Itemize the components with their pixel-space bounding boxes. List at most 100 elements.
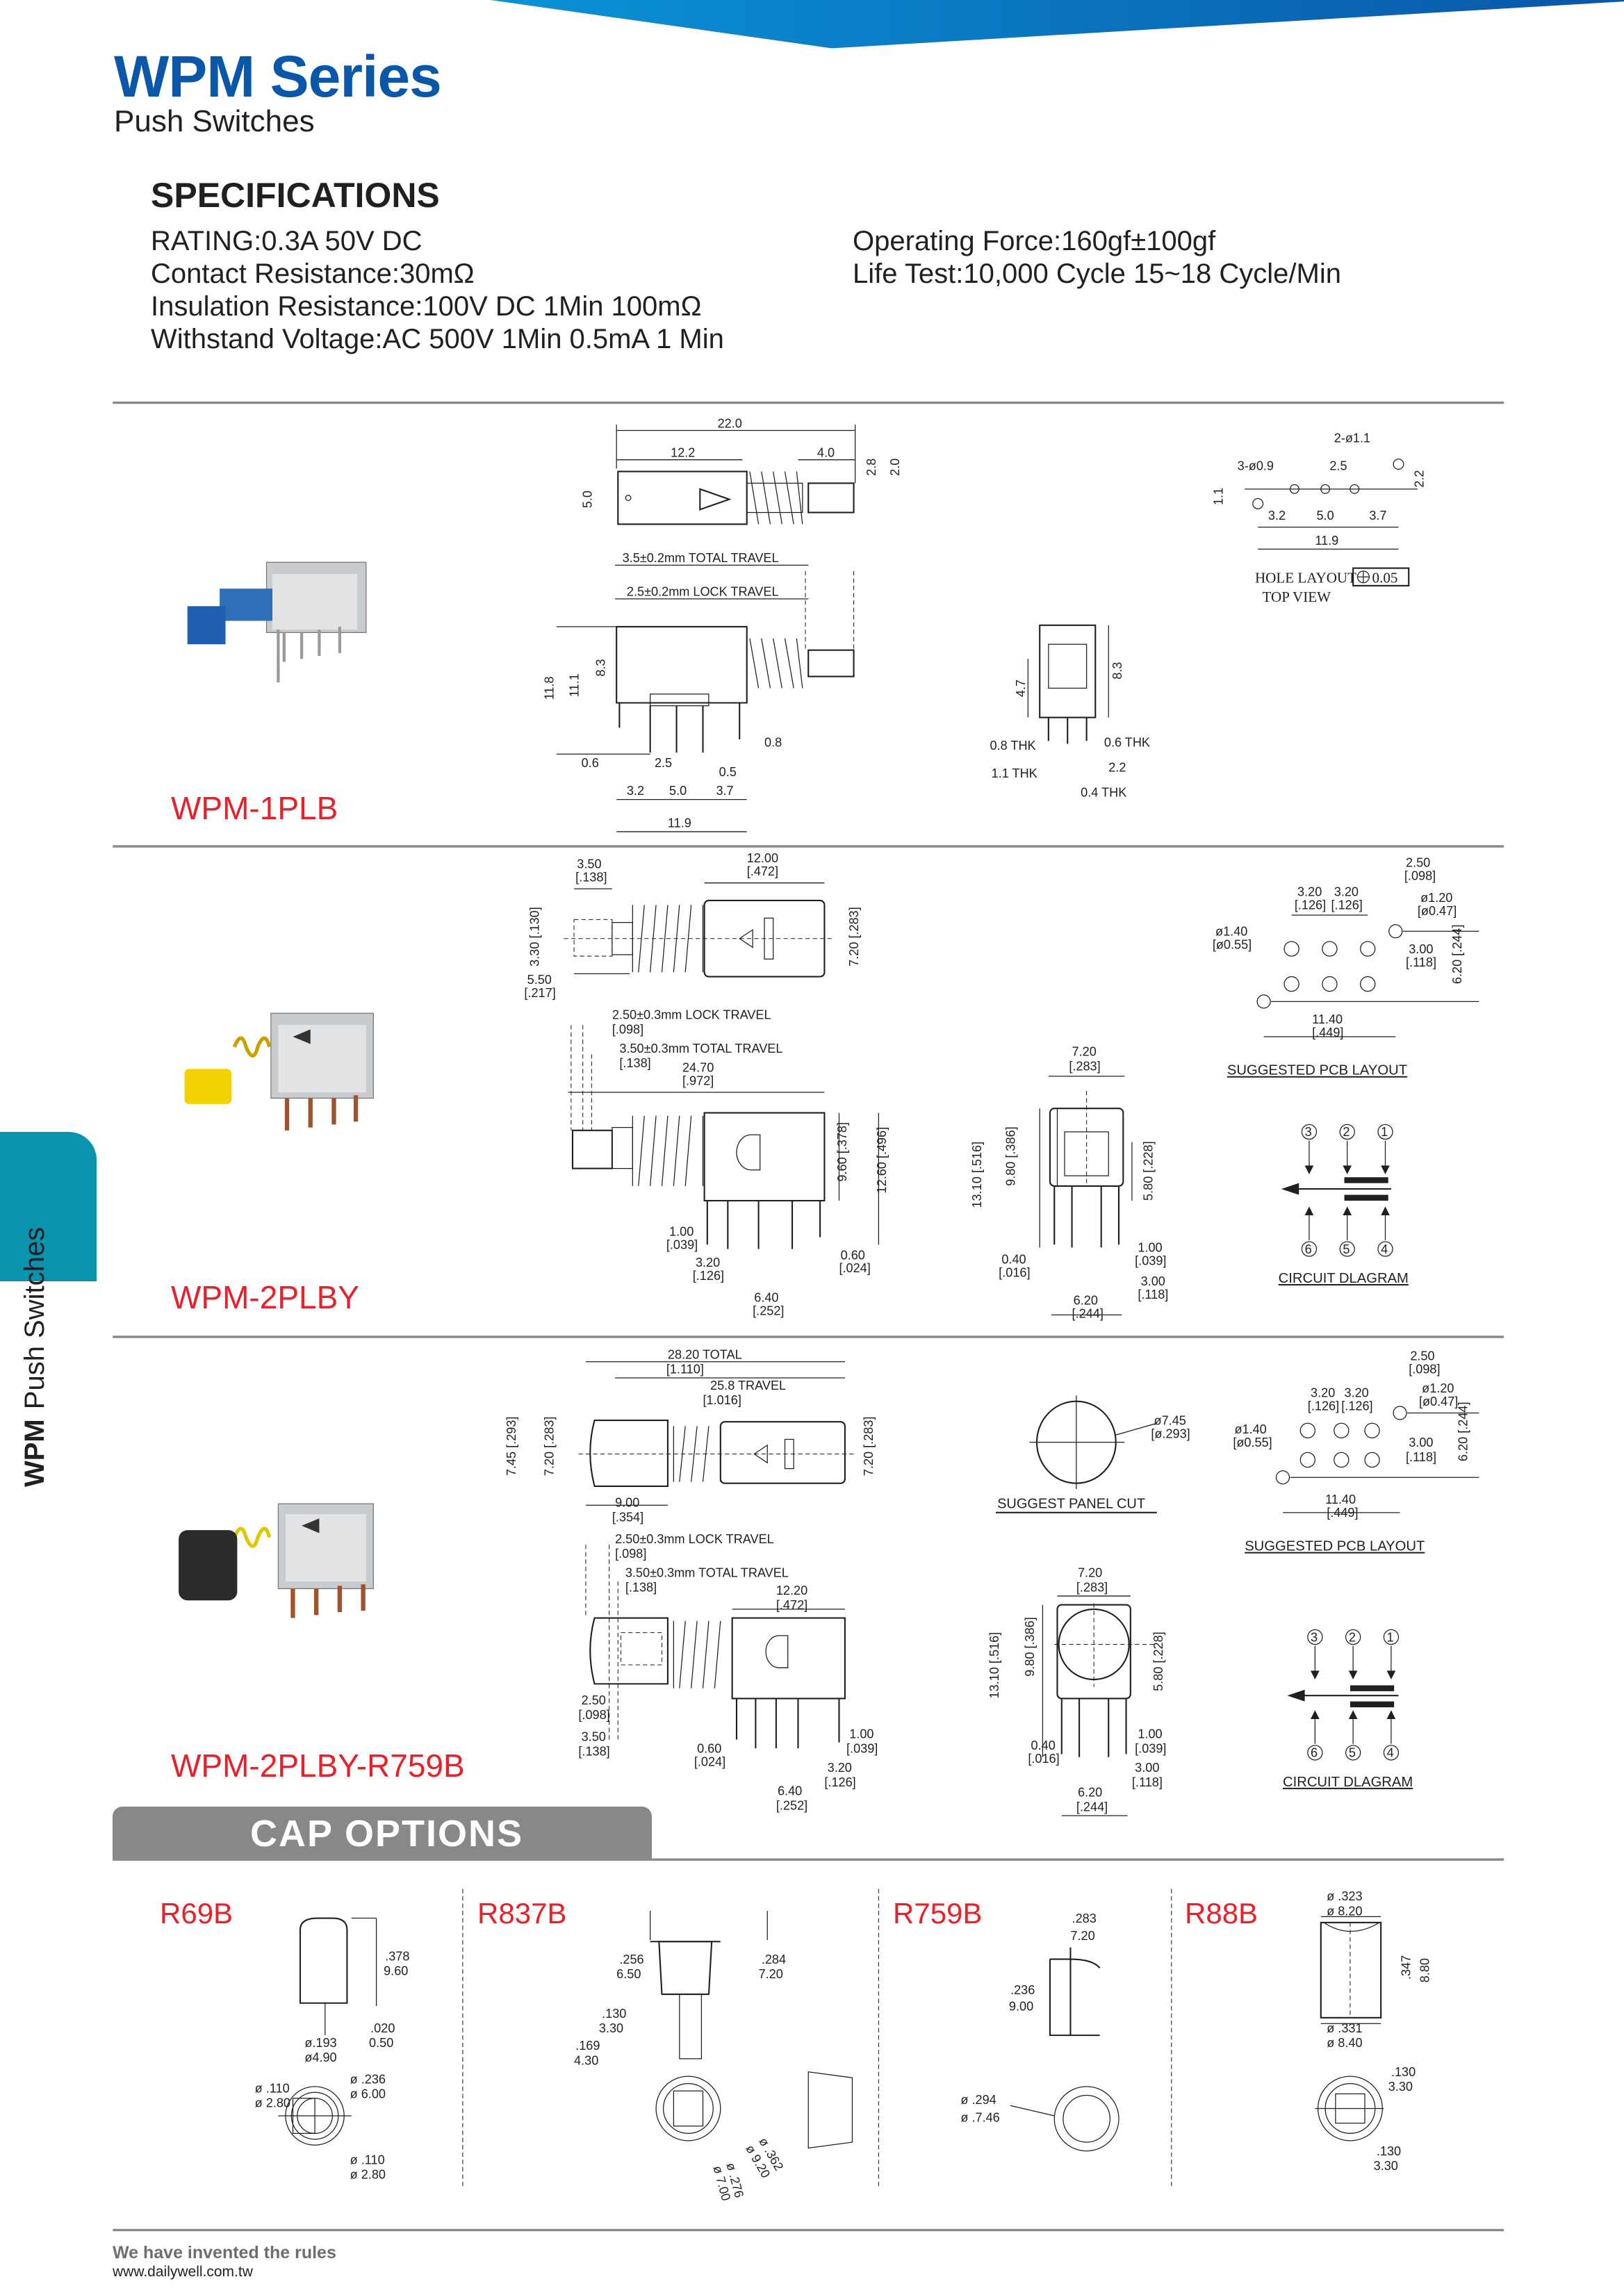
cap-options-banner: CAP OPTIONS (113, 1807, 652, 1859)
pin-number: 4 (1387, 1746, 1394, 1760)
dimension-label: [.217] (524, 986, 555, 1000)
dimension-label: 7.20 [.283] (543, 1417, 557, 1477)
pin-number: 3 (1311, 1630, 1318, 1644)
hole-layout-label: HOLE LAYOUT (1255, 570, 1356, 586)
product-photo-wpm-1plb (187, 561, 367, 682)
dimension-label: 8.3 (593, 659, 607, 676)
dimension-label: [.039] (666, 1238, 698, 1252)
side-tab (0, 1132, 97, 1281)
cap-r88b-drawing (1315, 1916, 1384, 2142)
dimension-label: ø1.40 (1234, 1422, 1266, 1436)
circuit-diagram-caption: CIRCUIT DLAGRAM (1283, 1775, 1413, 1790)
pin-number: 1 (1381, 1125, 1388, 1139)
dimension-label: 6.20 [.244] (1457, 1402, 1470, 1461)
dimension-label: 13.10 [.516] (987, 1632, 1001, 1699)
dimension-label: ø 6.00 (350, 2087, 386, 2101)
dimension-label: [.039] (1135, 1741, 1166, 1755)
dimension-label: [.449] (1312, 1026, 1343, 1039)
cap-separators (462, 1889, 1172, 2189)
dimension-label: [.098] (612, 1023, 643, 1037)
dimension-label: 2.5 (1329, 459, 1347, 472)
pin-number: 2 (1349, 1630, 1356, 1644)
dimension-label: 7.20 (1072, 1044, 1097, 1058)
dimension-label: [ø0.55] (1233, 1436, 1272, 1449)
dimension-label: 3.20 (828, 1761, 852, 1775)
dimension-label: 2.2 (1412, 470, 1426, 488)
dimension-label: .130 (602, 2007, 626, 2021)
dimension-label: [.138] (575, 871, 607, 885)
dimension-label: 2-ø1.1 (1334, 431, 1370, 445)
pin-number: 5 (1349, 1746, 1356, 1760)
spec-rating: RATING:0.3A 50V DC (151, 226, 423, 256)
dimension-label: 1.00 (1138, 1241, 1162, 1255)
dimension-label: 25.8 TRAVEL (710, 1379, 786, 1392)
wpm-2plby-r759b-pcb-layout (1275, 1406, 1479, 1513)
wpm-2plby-r759b-side-view (585, 1545, 846, 1749)
pin-number: 6 (1311, 1746, 1318, 1760)
dimension-label: 6.20 (1078, 1786, 1102, 1800)
dimension-label: 11.9 (668, 816, 691, 830)
dimension-label: 12.60 [.496] (875, 1127, 889, 1194)
dimension-label: 9.60 (384, 1964, 408, 1978)
pcb-layout-caption: SUGGESTED PCB LAYOUT (1245, 1539, 1425, 1554)
dimension-label: 7.45 [.293] (505, 1417, 518, 1477)
pin-number: 1 (1387, 1630, 1394, 1644)
dimension-label: .283 (1072, 1912, 1097, 1925)
dimension-label: 0.40 (1031, 1739, 1056, 1752)
spec-list-right: Operating Force:160gf±100gf Life Test:10… (853, 225, 1341, 290)
dimension-label: 5.50 (527, 973, 552, 987)
dimension-label: [.244] (1072, 1307, 1104, 1321)
travel-label: 2.5±0.2mm LOCK TRAVEL (627, 585, 779, 599)
dimension-label: 5.80 [.228] (1151, 1632, 1165, 1691)
dimension-label: [.472] (747, 864, 778, 878)
dimension-label: [.126] (1295, 898, 1326, 912)
dimension-label: 7.20 (759, 1967, 783, 1981)
dimension-label: 12.2 (671, 445, 695, 459)
dimension-label: 4.0 (817, 445, 835, 459)
dimension-label: .347 (1399, 1955, 1413, 1980)
dimension-label: ø 2.80 (255, 2096, 290, 2110)
side-tab-series: WPM (19, 1419, 50, 1487)
dimension-label: 5.0 (1316, 509, 1334, 523)
dimension-label: 11.9 (1315, 534, 1338, 548)
dimension-label: [.138] (619, 1056, 650, 1070)
dimension-label: 2.2 (1108, 761, 1126, 775)
product-photo-wpm-2plby-r759b (179, 1503, 374, 1618)
dimension-label: ø4.90 (304, 2050, 336, 2064)
dimension-label: 1.00 (849, 1727, 873, 1741)
dimension-label: [.972] (682, 1074, 714, 1087)
dimension-label: 0.6 THK (1104, 736, 1150, 750)
model-label-wpm-2plby: WPM-2PLBY (171, 1279, 359, 1315)
dimension-label: [.138] (578, 1745, 609, 1759)
dimension-label: 7.20 [.283] (847, 907, 861, 967)
dimension-label: [.098] (1409, 1363, 1440, 1376)
travel-label: 3.5±0.2mm TOTAL TRAVEL (623, 551, 779, 565)
dimension-label: ø .236 (350, 2073, 386, 2087)
dimension-label: [.449] (1327, 1506, 1358, 1520)
dimension-label: 11.1 (567, 673, 581, 697)
dimension-label: [.039] (1135, 1254, 1166, 1268)
dimension-label: 3.20 (696, 1256, 720, 1269)
page-title: WPM Series (114, 44, 442, 109)
spec-life-test: Life Test:10,000 Cycle 15~18 Cycle/Min (853, 258, 1341, 289)
dimension-label: 12.20 (776, 1584, 807, 1597)
dimension-label: 11.40 (1325, 1493, 1356, 1506)
dimension-label: 5.80 [.228] (1141, 1141, 1155, 1201)
dimension-label: 2.5 (655, 756, 672, 770)
panel-cut-caption: SUGGEST PANEL CUT (997, 1496, 1145, 1511)
dimension-label: [.118] (1406, 1450, 1436, 1464)
dimension-label: 3.20 (1345, 1386, 1369, 1399)
dimension-label: [.354] (612, 1510, 643, 1524)
dimension-label: 6.20 [.244] (1450, 924, 1464, 984)
dimension-label: 0.60 (697, 1741, 721, 1755)
wpm-2plby-r759b-circuit-diagram (1287, 1629, 1400, 1761)
dimension-label: 1.00 (669, 1225, 694, 1239)
spec-contact-resistance: Contact Resistance:30mΩ (151, 258, 475, 289)
dimension-label: [.016] (999, 1266, 1030, 1280)
circuit-diagram-caption: CIRCUIT DLAGRAM (1279, 1271, 1409, 1286)
dimension-label: [.283] (1076, 1581, 1108, 1595)
dimension-label: [1.110] (666, 1363, 704, 1376)
dimension-label: 3.20 (1297, 885, 1322, 899)
cap-name-r88b: R88B (1185, 1897, 1258, 1930)
